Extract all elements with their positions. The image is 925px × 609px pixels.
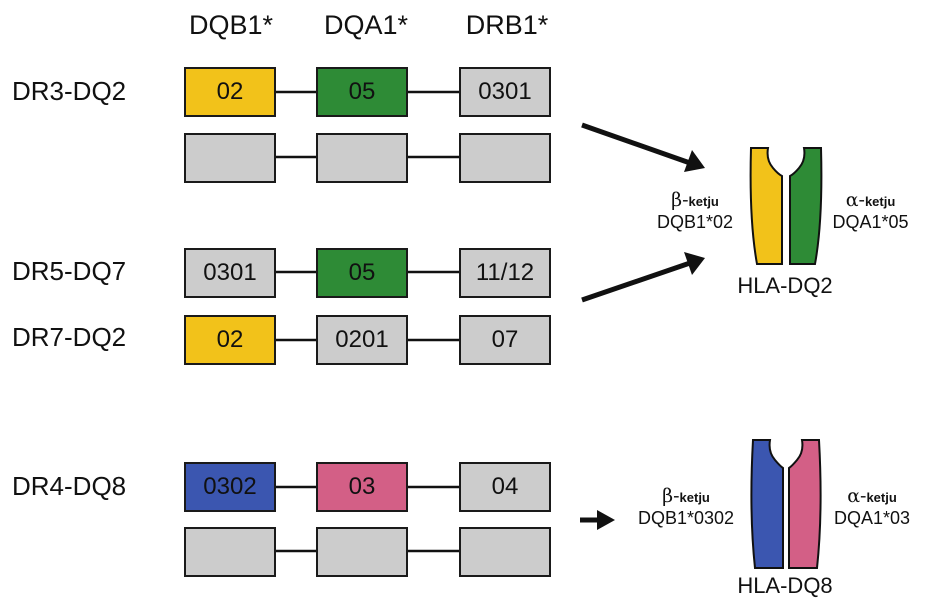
haplotype-label-dr5-dq7: DR5-DQ7 — [12, 256, 127, 286]
dq2-beta-chain-label: β-ketju DQB1*02 — [640, 189, 750, 233]
haplotype-label-dr3-dq2: DR3-DQ2 — [12, 76, 127, 106]
allele-box-dqa1: 03 — [316, 462, 408, 512]
allele-box-dqb1: 02 — [184, 67, 276, 117]
hla-dq2-molecule — [749, 147, 823, 265]
blank-allele-box — [316, 527, 408, 577]
allele-box-dqb1: 0301 — [184, 248, 276, 298]
header-drb1: DRB1* — [465, 10, 549, 40]
dq8-beta-word: ketju — [679, 490, 710, 505]
dq2-alpha-greek: α- — [845, 189, 865, 211]
allele-box-dqa1: 05 — [316, 248, 408, 298]
allele-box-dqa1: 0201 — [316, 315, 408, 365]
allele-box-dqa1: 05 — [316, 67, 408, 117]
header-dqb1: DQB1* — [188, 10, 274, 40]
dq2-beta-allele: DQB1*02 — [656, 211, 734, 232]
dq2-alpha-chain-label: α-ketju DQA1*05 — [818, 189, 923, 233]
blank-allele-box — [184, 133, 276, 183]
molecule-name-dq2: HLA-DQ2 — [737, 273, 833, 298]
dq2-beta-word: ketju — [688, 194, 719, 209]
blank-allele-box — [459, 133, 551, 183]
dq2-alpha-allele: DQA1*05 — [832, 211, 909, 232]
dq2-alpha-word: ketju — [864, 194, 896, 209]
blank-allele-box — [184, 527, 276, 577]
beta-chain-shape — [750, 439, 784, 569]
allele-box-drb1: 11/12 — [459, 248, 551, 298]
hla-dq8-molecule — [750, 439, 822, 569]
dq8-alpha-word: ketju — [866, 490, 897, 505]
alpha-chain-shape — [789, 147, 823, 265]
dq8-alpha-allele: DQA1*03 — [833, 507, 911, 528]
blank-allele-box — [459, 527, 551, 577]
allele-box-dqb1: 0302 — [184, 462, 276, 512]
haplotype-label-dr7-dq2: DR7-DQ2 — [12, 322, 127, 352]
beta-chain-shape — [749, 147, 783, 265]
allele-box-drb1: 0301 — [459, 67, 551, 117]
dq8-beta-greek: β- — [662, 485, 680, 507]
dq8-beta-allele: DQB1*0302 — [637, 507, 735, 528]
haplotype-label-dr4-dq8: DR4-DQ8 — [12, 471, 127, 501]
header-dqa1: DQA1* — [323, 10, 409, 40]
allele-box-dqb1: 02 — [184, 315, 276, 365]
dq2-beta-greek: β- — [671, 189, 689, 211]
alpha-chain-shape — [788, 439, 822, 569]
dq8-alpha-chain-label: α-ketju DQA1*03 — [822, 485, 922, 529]
blank-allele-box — [316, 133, 408, 183]
arrow-dr5-dr7-to-dq2 — [581, 260, 691, 303]
allele-box-drb1: 04 — [459, 462, 551, 512]
molecule-name-dq8: HLA-DQ8 — [737, 573, 833, 598]
dq8-beta-chain-label: β-ketju DQB1*0302 — [626, 485, 746, 529]
allele-box-drb1: 07 — [459, 315, 551, 365]
arrow-dr3-to-dq2 — [581, 122, 691, 166]
dq8-alpha-greek: α- — [847, 485, 867, 507]
